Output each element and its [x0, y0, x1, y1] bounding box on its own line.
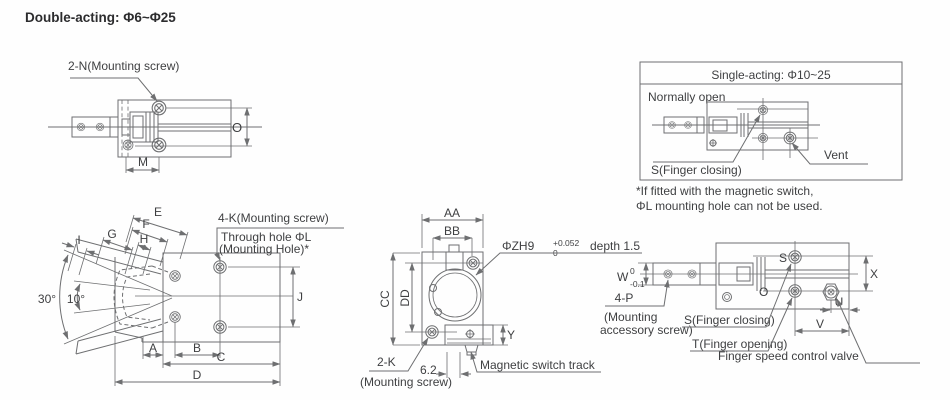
w-tolerance-lower: -0.1 [630, 279, 645, 289]
dim-h: H [140, 232, 149, 246]
port-o-letter: O [759, 285, 768, 299]
dim-6-2: 6.2 [420, 363, 437, 377]
finger-closing-label: S(Finger closing) [684, 313, 775, 327]
dim-w: W [617, 270, 629, 284]
magnetic-switch-note-line2: ΦL mounting hole can not be used. [636, 199, 823, 213]
dim-e: E [154, 205, 162, 219]
normally-open-label: Normally open [648, 90, 725, 104]
dim-dd: DD [398, 289, 412, 307]
dim-aa: AA [444, 206, 460, 220]
dim-x: X [870, 267, 878, 281]
mounting-screw-2k-label2: (Mounting screw) [360, 375, 452, 389]
bottom-view: W 0 -0.1 S O X U V 4-P (Mounting accesso… [600, 241, 920, 364]
single-acting-inset: Single-acting: Φ10~25 Normally open S(Fi… [639, 61, 903, 181]
angle-10-label: 10° [67, 292, 85, 306]
mounting-accessory-screw-label: 4-P [615, 291, 634, 305]
port-s-letter: S [779, 251, 787, 265]
dim-v: V [816, 317, 824, 331]
mounting-screw-4k-label: 4-K(Mounting screw) [218, 211, 329, 225]
through-hole-label-line2: (Mounting Hole)* [219, 242, 309, 256]
mounting-screw-2n-label: 2-N(Mounting screw) [68, 59, 179, 73]
double-acting-side-view: 2-N(Mounting screw) O M [48, 59, 262, 173]
finger-opening-label: T(Finger opening) [692, 337, 787, 351]
dim-u: U [835, 295, 844, 309]
top-view: AA BB CC DD Y ΦZH9 +0.052 0 depth 1.5 2-… [360, 206, 642, 389]
dim-f: F [142, 217, 149, 231]
dim-bb: BB [444, 224, 460, 238]
page-title: Double-acting: Φ6~Φ25 [25, 10, 176, 25]
dim-cc: CC [378, 290, 392, 308]
inset-finger-closing-label: S(Finger closing) [651, 163, 742, 177]
vent-label: Vent [824, 148, 849, 162]
finger-speed-control-valve-label: Finger speed control valve [718, 349, 859, 363]
w-tolerance-upper: 0 [630, 266, 635, 276]
zh9-depth-label: depth 1.5 [590, 239, 640, 253]
dim-o: O [232, 120, 242, 135]
zh9-tolerance-upper: +0.052 [553, 238, 580, 248]
dim-g: G [107, 227, 116, 241]
dim-a: A [149, 341, 157, 355]
angle-30-label: 30° [38, 292, 56, 306]
through-hole-label-line1: Through hole ΦL [221, 230, 312, 244]
front-view: 30° 10° E F G H I 4-K(Mounting screw) Th… [38, 205, 344, 386]
mounting-accessory-screw-label2: (Mounting [604, 310, 657, 324]
dim-i: I [77, 233, 80, 247]
magnetic-switch-note-line1: *If fitted with the magnetic switch, [636, 184, 813, 198]
magnetic-switch-track-label: Magnetic switch track [480, 358, 596, 372]
dim-d: D [193, 368, 202, 382]
dim-m: M [138, 155, 148, 169]
dim-c: C [217, 350, 226, 364]
inset-header: Single-acting: Φ10~25 [711, 68, 831, 82]
dim-b: B [193, 341, 201, 355]
dim-j: J [297, 290, 303, 304]
dim-y: Y [507, 328, 515, 342]
zh9-label: ΦZH9 [502, 239, 535, 253]
mounting-screw-2k-label: 2-K [377, 355, 396, 369]
mounting-accessory-screw-label3: accessory screw) [600, 323, 693, 337]
